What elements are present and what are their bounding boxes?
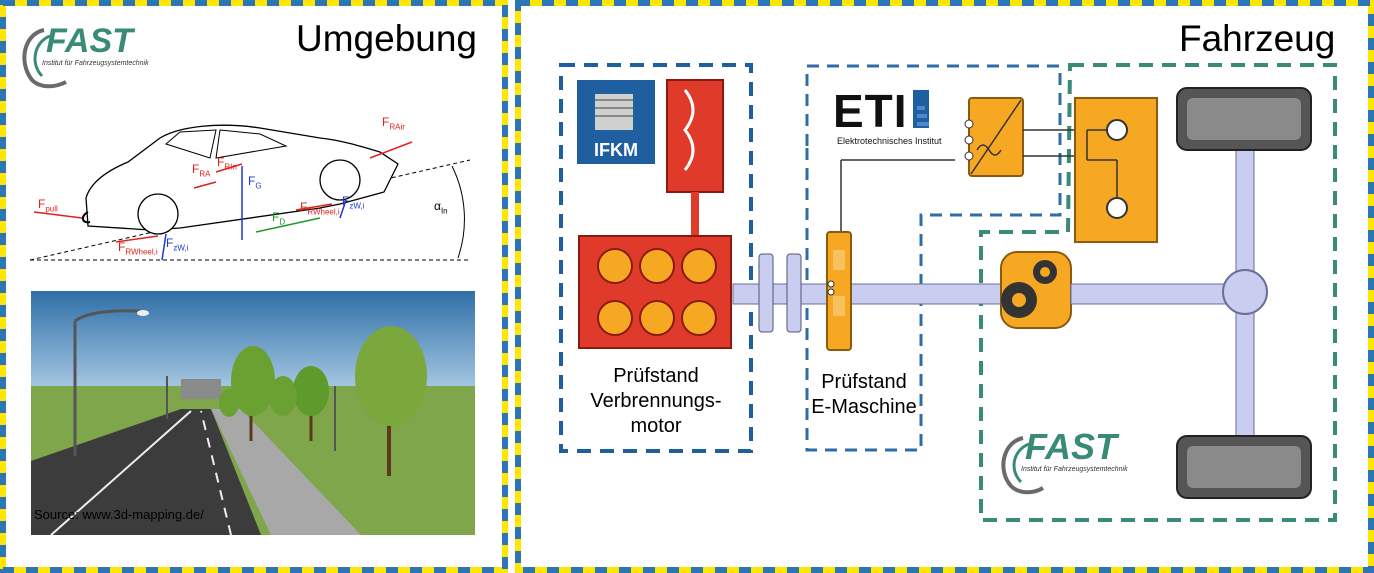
street-3d-image — [31, 291, 475, 535]
label-f-rwheel-rear: FRWheel,i — [118, 240, 158, 257]
label-f-rin: FRIn — [217, 155, 237, 172]
environment-panel: Umgebung FAST Institut für Fahrzeugsyste… — [0, 0, 508, 573]
vehicle-panel: Fahrzeug — [515, 0, 1374, 573]
panel-frame — [0, 0, 508, 573]
label-emachine-test-bench: Prüfstand E-Maschine — [811, 371, 917, 418]
eti-logo — [913, 90, 929, 128]
fast-logo-subtitle: Institut für Fahrzeugsystemtechnik — [1021, 466, 1128, 473]
eti-logo-subtitle: Elektrotechnisches Institut — [837, 136, 942, 146]
eti-logo-text: ETI — [833, 85, 908, 137]
emachine-test-bench-box — [805, 64, 1062, 452]
panel-title-fahrzeug: Fahrzeug — [1179, 18, 1336, 59]
panel-title-umgebung: Umgebung — [296, 18, 478, 59]
engine-test-bench-box — [559, 63, 753, 453]
fast-logo-name: FAST — [46, 22, 133, 60]
ifkm-logo-text: IFKM — [594, 140, 638, 160]
fast-logo-swoosh-icon — [22, 28, 67, 89]
label-engine-test-bench: Prüfstand Verbrennungs- motor — [590, 365, 722, 437]
label-alpha: αIn — [434, 199, 448, 216]
label-f-zw-rear: FzW,i — [166, 236, 189, 253]
fast-logo-name: FAST — [1025, 426, 1118, 467]
coupling-left — [758, 253, 774, 333]
vehicle-box — [979, 63, 1337, 522]
panel-frame — [515, 0, 1374, 573]
label-f-d: FD — [272, 210, 286, 227]
label-f-g: FG — [248, 174, 262, 191]
front-wheel-icon — [319, 159, 361, 201]
image-source-caption: Source: www.3d-mapping.de/ — [34, 507, 204, 522]
drivetrain-diagram — [559, 63, 1337, 522]
exhaust-pipe — [691, 192, 699, 236]
force-diagram — [29, 124, 471, 261]
differential — [1222, 269, 1268, 315]
street-scene-icon — [31, 291, 475, 535]
exhaust-module — [666, 79, 724, 193]
fast-logo: FAST Institut für Fahrzeugsystemtechnik — [14, 22, 154, 92]
label-f-pull: Fpull — [38, 197, 58, 214]
label-f-air: FRAir — [382, 115, 405, 132]
fast-logo-swoosh-icon — [1001, 436, 1045, 495]
label-f-rwheel-front: FRWheel,i — [300, 200, 340, 217]
coupling-right — [786, 253, 802, 333]
fast-logo-subtitle: Institut für Fahrzeugsystemtechnik — [42, 60, 149, 67]
label-f-zw-front: FzW,i — [342, 194, 365, 211]
label-f-ra: FRA — [192, 162, 211, 179]
rear-wheel-icon — [137, 193, 179, 235]
